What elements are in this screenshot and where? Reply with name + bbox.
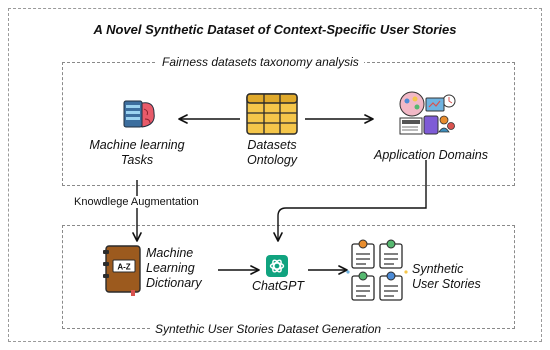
diagram-title: A Novel Synthetic Dataset of Context-Spe… xyxy=(93,22,457,37)
dictionary-label: Machine Learning Dictionary xyxy=(146,246,216,291)
dictionary-label-line-2: Learning xyxy=(146,261,195,275)
table-icon xyxy=(246,93,298,135)
dictionary-book-icon: A-Z xyxy=(103,245,141,296)
domains-label: Application Domains xyxy=(374,148,488,162)
ontology-label: Datasets Ontology xyxy=(232,138,312,168)
augmentation-edge-label: Knowdlege Augmentation xyxy=(71,196,202,208)
chatgpt-icon xyxy=(266,255,288,277)
neural-network-icon xyxy=(123,100,155,128)
outer-frame xyxy=(8,8,542,342)
arrow-domains-to-chatgpt xyxy=(273,160,427,242)
stories-label: Synthetic User Stories xyxy=(412,262,502,292)
chatgpt-label: ChatGPT xyxy=(251,279,305,293)
dictionary-label-line-1: Machine xyxy=(146,246,194,260)
ontology-label-line-1: Datasets xyxy=(247,138,297,152)
ml-tasks-label: Machine learning Tasks xyxy=(72,138,202,168)
application-domains-icon xyxy=(399,91,456,135)
user-stories-icon xyxy=(346,239,408,301)
taxonomy-group-label: Fairness datasets taxonomy analysis xyxy=(157,55,364,69)
ml-tasks-label-line-1: Machine learning xyxy=(89,138,185,152)
dictionary-label-line-3: Dictionary xyxy=(146,276,202,290)
svg-text:A-Z: A-Z xyxy=(117,263,130,272)
stories-label-line-2: User Stories xyxy=(412,277,481,291)
ontology-label-line-2: Ontology xyxy=(246,153,298,167)
ml-tasks-label-line-2: Tasks xyxy=(120,153,154,167)
stories-label-line-1: Synthetic xyxy=(412,262,464,276)
generation-group-label: Syntethic User Stories Dataset Generatio… xyxy=(150,322,387,336)
